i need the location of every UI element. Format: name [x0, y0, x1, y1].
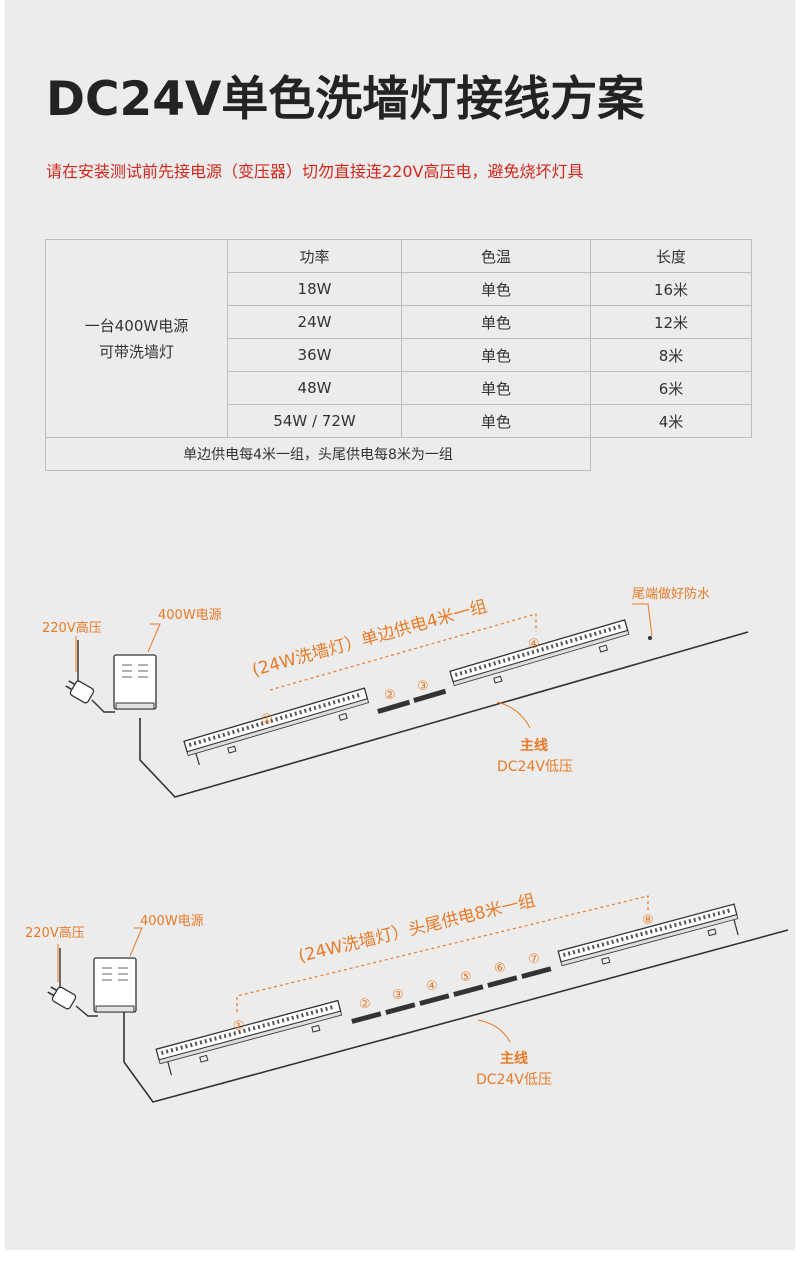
- wall-washer-fixture: [521, 966, 552, 979]
- header-length: 长度: [590, 239, 752, 273]
- power-supply-icon: [93, 957, 137, 1013]
- tail-note-label: 尾端做好防水: [632, 586, 710, 602]
- spec-table: 一台400W电源 可带洗墙灯 功率 色温 长度 18W 单色 16米 24W 单…: [45, 239, 752, 471]
- fixture-number: ④: [528, 637, 540, 652]
- cell-power: 24W: [227, 305, 402, 339]
- diagram-caption: (24W洗墙灯）单边供电4米一组: [250, 597, 489, 681]
- power-supply-label: 400W电源: [158, 608, 222, 623]
- main-line-voltage-label: DC24V低压: [497, 759, 573, 775]
- wall-washer-fixture: [183, 687, 370, 766]
- wall-washer-fixture: [385, 1002, 416, 1015]
- high-voltage-label: 220V高压: [25, 925, 85, 941]
- high-voltage-label: 220V高压: [42, 620, 102, 636]
- warning-text: 请在安装测试前先接电源（变压器）切勿直接连220V高压电，避免烧坏灯具: [46, 162, 584, 181]
- page-title: DC24V单色洗墙灯接线方案: [46, 72, 645, 127]
- plug-icon: [44, 981, 78, 1011]
- table-row: 24W 单色 12米: [46, 305, 752, 339]
- fixture-number: ③: [417, 679, 429, 694]
- cell-length: 16米: [590, 272, 752, 306]
- group-label-line1: 一台400W电源: [84, 316, 189, 335]
- wall-washer-fixture: [413, 688, 447, 703]
- wall-washer-fixture: [377, 699, 411, 714]
- wall-washer-fixture: [351, 1011, 382, 1024]
- main-line-voltage-label: DC24V低压: [476, 1072, 552, 1088]
- power-supply-icon: [113, 654, 157, 710]
- fixture-number: ⑥: [494, 961, 506, 976]
- tail-end-cap: [648, 636, 652, 640]
- wall-washer-fixture: [557, 903, 739, 967]
- table-row: 36W 单色 8米: [46, 338, 752, 372]
- cell-color-temp: 单色: [401, 371, 591, 405]
- fixture-number: ③: [392, 988, 404, 1003]
- fixture-number: ⑧: [642, 913, 654, 928]
- main-line-pointer: [477, 1019, 511, 1043]
- wall-washer-fixture: [487, 975, 518, 988]
- cell-color-temp: 单色: [401, 272, 591, 306]
- cell-length: 12米: [590, 305, 752, 339]
- cell-power: 54W / 72W: [227, 404, 402, 438]
- main-line-label: 主线: [500, 1050, 528, 1067]
- cell-power: 18W: [227, 272, 402, 306]
- diagram-single-feed: 220V高压 400W电源 尾端做好防水: [42, 586, 749, 798]
- diagram-caption: (24W洗墙灯）头尾供电8米一组: [296, 891, 537, 967]
- main-line-wire: [123, 929, 789, 1103]
- power-supply-label: 400W电源: [140, 914, 204, 929]
- header-color-temp: 色温: [401, 239, 591, 273]
- table-footnote-row: 单边供电每4米一组，头尾供电每8米为一组: [45, 437, 752, 471]
- diagram-dual-feed: 220V高压 400W电源 (24W洗墙灯）头尾供电8米一组: [25, 891, 789, 1103]
- group-label-line2: 可带洗墙灯: [98, 342, 174, 361]
- power-cable: [59, 948, 98, 1017]
- main-line-label: 主线: [520, 737, 548, 754]
- fixture-number: ④: [426, 979, 438, 994]
- fixture-number: ⑦: [528, 952, 540, 967]
- fixture-number: ②: [359, 997, 371, 1012]
- wall-washer-fixture: [449, 619, 630, 687]
- table-footnote: 单边供电每4米一组，头尾供电每8米为一组: [45, 437, 591, 471]
- main-line-pointer: [496, 701, 531, 729]
- wall-washer-fixture: [419, 993, 450, 1006]
- fixture-number: ①: [261, 712, 273, 727]
- wall-washer-fixture: [453, 984, 484, 997]
- fixture-number: ②: [384, 688, 396, 703]
- table-row: 18W 单色 16米: [46, 272, 752, 306]
- cell-power: 36W: [227, 338, 402, 372]
- header-power: 功率: [227, 239, 402, 273]
- group-bracket: [236, 895, 649, 1012]
- wall-washer-fixture: [155, 999, 343, 1076]
- fixture-number: ⑤: [460, 970, 472, 985]
- plug-icon: [62, 675, 96, 705]
- cell-length: 8米: [590, 338, 752, 372]
- content-panel: [5, 0, 795, 1250]
- cell-length: 4米: [590, 404, 752, 438]
- tail-note-pointer: [632, 603, 653, 637]
- group-bracket: [269, 613, 537, 691]
- main-line-wire: [139, 631, 749, 798]
- cell-power: 48W: [227, 371, 402, 405]
- fixture-number: ①: [233, 1019, 245, 1034]
- power-supply-pointer: [147, 623, 161, 653]
- power-supply-pointer: [129, 927, 143, 957]
- table-row: 54W / 72W 单色 4米: [46, 404, 752, 438]
